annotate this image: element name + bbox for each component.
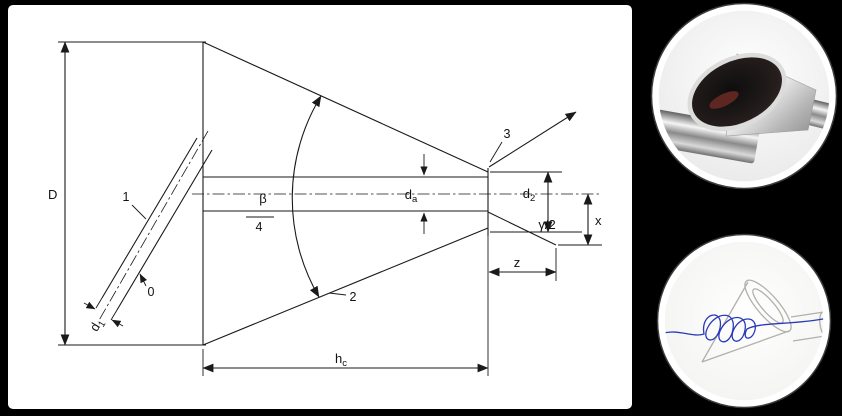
callout-3: 3 [489, 127, 511, 163]
sketch-ring-shadow [656, 233, 832, 409]
hc-dimension: hc [202, 236, 489, 376]
label-0: 0 [148, 285, 155, 299]
photo-inset [650, 2, 838, 190]
label-beta: β [259, 191, 266, 206]
z-dimension: z [488, 248, 557, 281]
label-gamma-half: γ/2 [538, 217, 555, 232]
label-4: 4 [256, 220, 263, 234]
cone-outline [202, 41, 489, 346]
label-2: 2 [350, 290, 357, 304]
label-1: 1 [123, 190, 130, 204]
label-hc: hc [335, 351, 347, 369]
callout-2: 2 [328, 290, 357, 304]
callout-0: 0 [139, 273, 155, 299]
sketch-inset [656, 233, 832, 409]
dimension-D: D [48, 41, 206, 346]
photo-ring [652, 4, 836, 188]
d2-dimension: d2 [490, 171, 582, 233]
label-d2: d2 [523, 186, 536, 204]
bore-lines [203, 176, 488, 212]
sketch-cone [701, 279, 826, 363]
label-da: da [405, 187, 418, 205]
x-dimension: x [558, 193, 602, 246]
beta-angle-arc: β [259, 95, 322, 298]
label-3: 3 [504, 127, 511, 141]
sketch-ring [658, 235, 830, 407]
sketch-scribble [662, 314, 824, 343]
photo-ring-shadow [650, 2, 838, 190]
cross-hole [95, 130, 213, 323]
da-dimension: da [405, 154, 428, 234]
tip-direction-arrow [488, 111, 577, 168]
tool-shank-photo [656, 106, 760, 164]
tool-opening-glint [709, 91, 739, 109]
drawing-panel [8, 5, 632, 409]
chamfer-gamma: γ/2 [487, 211, 557, 246]
label-z: z [514, 255, 521, 270]
callout-1: 1 [123, 190, 147, 220]
label-x: x [595, 213, 602, 228]
label-D: D [48, 187, 57, 202]
callout-4: 4 [246, 216, 274, 234]
